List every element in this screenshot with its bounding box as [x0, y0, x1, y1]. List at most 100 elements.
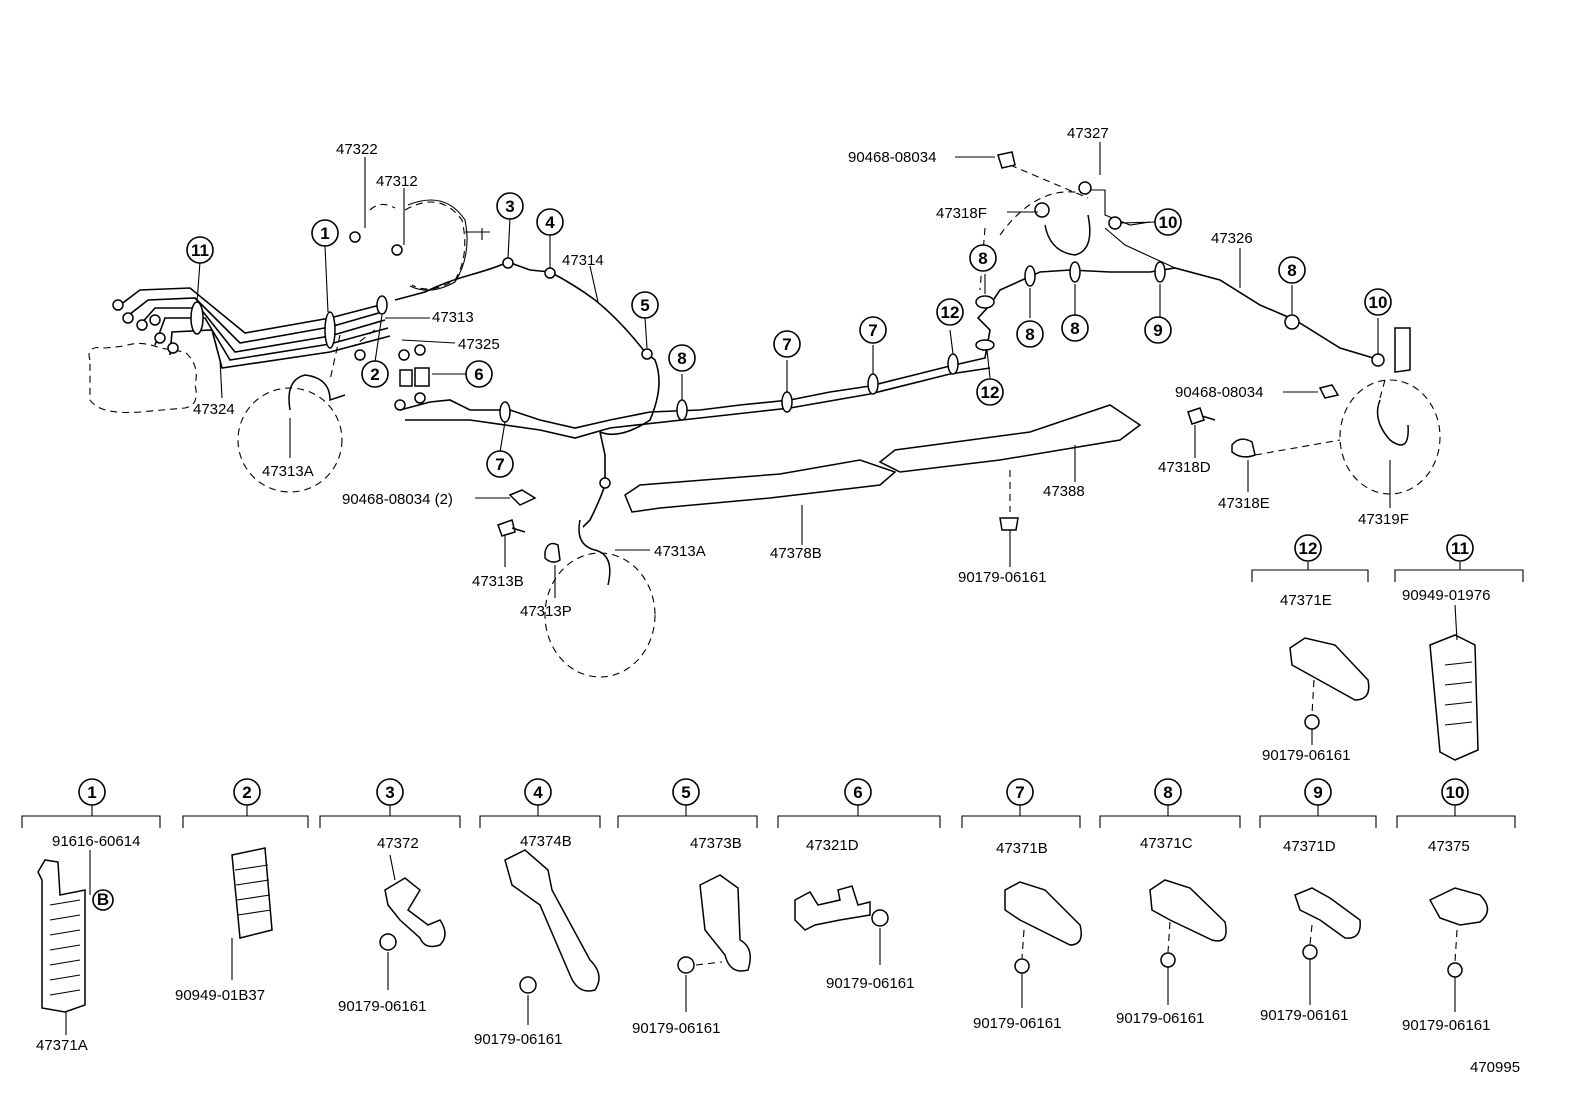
detail-part-drawings	[37, 604, 1489, 1035]
crossmember-47388	[878, 404, 1142, 473]
callout-circle-c7a	[486, 450, 514, 478]
group-circle-g2	[233, 778, 261, 806]
part-label-l47318E: 47318E	[1218, 495, 1270, 512]
loose-hardware	[329, 151, 1386, 563]
group-part-label-g3-1: 90179-06161	[338, 998, 426, 1015]
callout-circle-c7c	[859, 316, 887, 344]
fasteners-main	[112, 181, 1092, 489]
group-number-g4: 4	[533, 783, 543, 802]
callout-number-c2: 2	[370, 365, 379, 384]
part-label-l47388: 47388	[1043, 483, 1085, 500]
callout-circle-c3	[496, 192, 524, 220]
group-circle-g9	[1304, 778, 1332, 806]
part-labels: 47322473124731447313473254732447313A9046…	[193, 125, 1409, 620]
part-label-l47327: 47327	[1067, 125, 1109, 142]
group-number-g10: 10	[1446, 783, 1465, 802]
pipe-main-rear	[399, 267, 1381, 429]
group-number-g12: 12	[1299, 539, 1318, 558]
group-part-label-g5-0: 47373B	[690, 835, 742, 852]
pipe-47327	[1090, 189, 1176, 269]
callout-number-c3: 3	[505, 197, 514, 216]
rear-flex-hose-left	[578, 519, 611, 586]
group-circle-g10	[1441, 778, 1469, 806]
figure-number: 470995	[1470, 1059, 1520, 1076]
group-part-label-g9-1: 90179-06161	[1260, 1007, 1348, 1024]
group-part-label-g7-1: 90179-06161	[973, 1015, 1061, 1032]
group-number-g2: 2	[242, 783, 251, 802]
engine-outline	[88, 342, 197, 414]
group-part-label-g8-0: 47371C	[1140, 835, 1193, 852]
group-circle-g7	[1006, 778, 1034, 806]
front-pipe-bundle	[119, 287, 391, 369]
group-number-g11: 11	[1451, 539, 1469, 558]
part-label-l47313: 47313	[432, 309, 474, 326]
part-label-l47378B: 47378B	[770, 545, 822, 562]
group-number-g5: 5	[681, 783, 690, 802]
booster-body	[407, 199, 490, 291]
callout-circle-c12a	[936, 298, 964, 326]
group-circle-g3	[376, 778, 404, 806]
callout-circle-c8d	[1061, 314, 1089, 342]
group-part-label-g12-0: 47371E	[1280, 592, 1332, 609]
callout-number-c8c: 8	[1025, 325, 1034, 344]
part-label-l47322: 47322	[336, 141, 378, 158]
group-part-label-g5-1: 90179-06161	[632, 1020, 720, 1037]
part-label-l47312: 47312	[376, 173, 418, 190]
group-part-label-g8-1: 90179-06161	[1116, 1010, 1204, 1027]
callout-number-c12b: 12	[981, 383, 1000, 402]
group-circle-g11	[1446, 534, 1474, 562]
leader-lines-main	[196, 142, 1391, 598]
group-part-label-g10-0: 47375	[1428, 838, 1470, 855]
group-part-label-g1-0: 91616-60614	[52, 833, 140, 850]
group-circle-g12	[1294, 534, 1322, 562]
group-part-label-g7-0: 47371B	[996, 840, 1048, 857]
detail-circle-47313a-rear	[544, 552, 656, 678]
callout-circle-c7b	[773, 330, 801, 358]
detail-brackets	[21, 562, 1524, 828]
leader-90468-top	[1009, 164, 1089, 199]
group-number-g9: 9	[1313, 783, 1322, 802]
group-part-label-g11-0: 90949-01976	[1402, 587, 1490, 604]
group-marker-g1: B	[97, 890, 109, 909]
callout-number-c8e: 8	[1287, 261, 1296, 280]
callout-number-c7a: 7	[495, 455, 504, 474]
callout-number-c4: 4	[545, 213, 555, 232]
part-label-l47313B: 47313B	[472, 573, 524, 590]
group-part-label-g9-0: 47371D	[1283, 838, 1336, 855]
detail-group-labels: 1247371E90179-061611190949-01976191616-6…	[36, 534, 1490, 1054]
bracket-rear-right	[1394, 327, 1411, 373]
front-flex-hose	[288, 374, 346, 411]
group-number-g8: 8	[1163, 783, 1172, 802]
callout-circle-c8e	[1278, 256, 1306, 284]
callout-number-c7b: 7	[782, 335, 791, 354]
callout-number-c10a: 10	[1159, 213, 1178, 232]
callout-number-c8a: 8	[677, 349, 686, 368]
part-label-l90468b: 90468-08034	[848, 149, 936, 166]
callout-circle-c8b	[969, 244, 997, 272]
group-number-g7: 7	[1015, 783, 1024, 802]
top-flex-hose	[1044, 214, 1091, 256]
callout-number-c9: 9	[1153, 321, 1162, 340]
group-number-g6: 6	[853, 783, 862, 802]
part-label-l47313P: 47313P	[520, 603, 572, 620]
callout-number-c10b: 10	[1369, 293, 1388, 312]
group-number-g3: 3	[385, 783, 394, 802]
part-label-l90179a: 90179-06161	[958, 569, 1046, 586]
group-part-label-g4-0: 47374B	[520, 833, 572, 850]
callout-circle-c2	[361, 360, 389, 388]
group-part-label-g4-1: 90179-06161	[474, 1031, 562, 1048]
part-label-l47318F: 47318F	[936, 205, 987, 222]
part-label-l47324: 47324	[193, 401, 235, 418]
callout-number-c8d: 8	[1070, 319, 1079, 338]
group-circle-g1	[78, 778, 106, 806]
callout-circle-c10b	[1364, 288, 1392, 316]
callout-number-c12a: 12	[941, 303, 960, 322]
group-circle-g6	[844, 778, 872, 806]
callout-circle-c9	[1144, 316, 1172, 344]
callout-circle-c5	[631, 291, 659, 319]
part-label-l47325: 47325	[458, 336, 500, 353]
part-label-l47313A2: 47313A	[654, 543, 706, 560]
callout-number-c8b: 8	[978, 249, 987, 268]
